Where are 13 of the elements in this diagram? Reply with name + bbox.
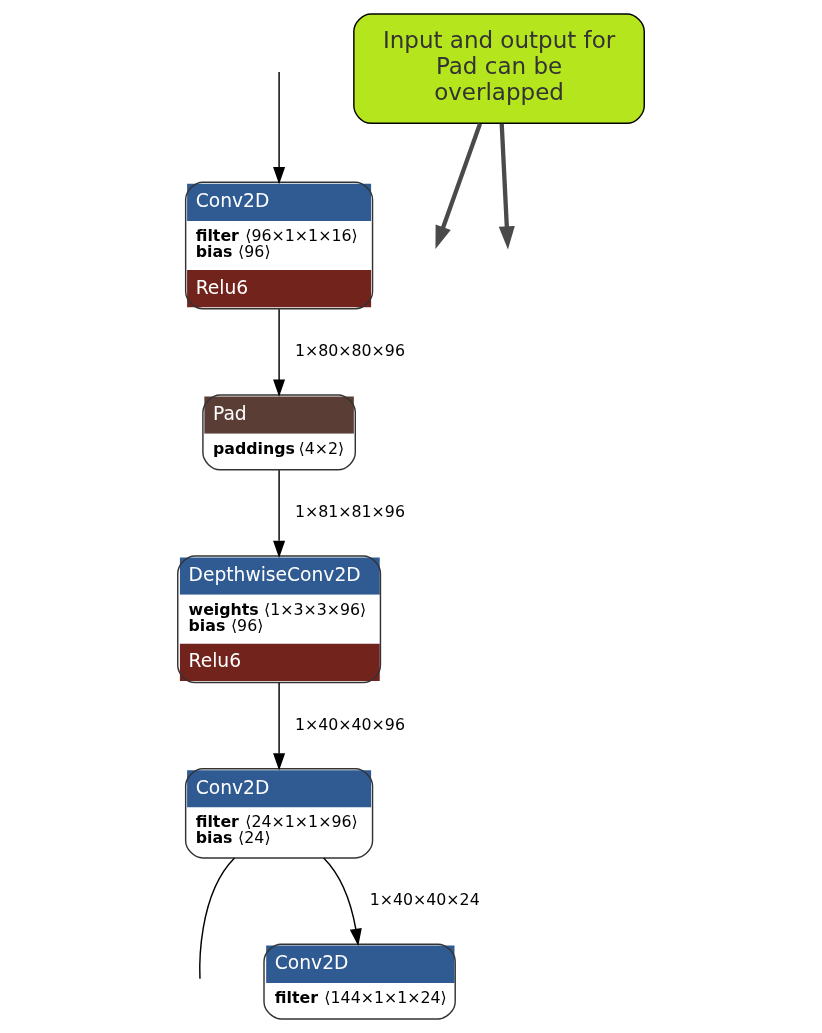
arrow <box>273 71 286 185</box>
edge-label: 1×40×40×24 <box>369 890 480 910</box>
edge-label: 1×80×80×96 <box>294 340 405 360</box>
arrow <box>273 469 286 558</box>
edge-label: 1×40×40×96 <box>294 714 405 734</box>
node-box: Input and output for Pad can be overlapped <box>353 13 645 125</box>
arrow <box>435 123 483 249</box>
connector <box>199 857 236 980</box>
arrow <box>322 857 362 947</box>
arrow <box>273 308 286 397</box>
arrow <box>498 123 515 250</box>
edge-label: 1×81×81×96 <box>294 501 405 521</box>
arrow <box>273 682 286 771</box>
